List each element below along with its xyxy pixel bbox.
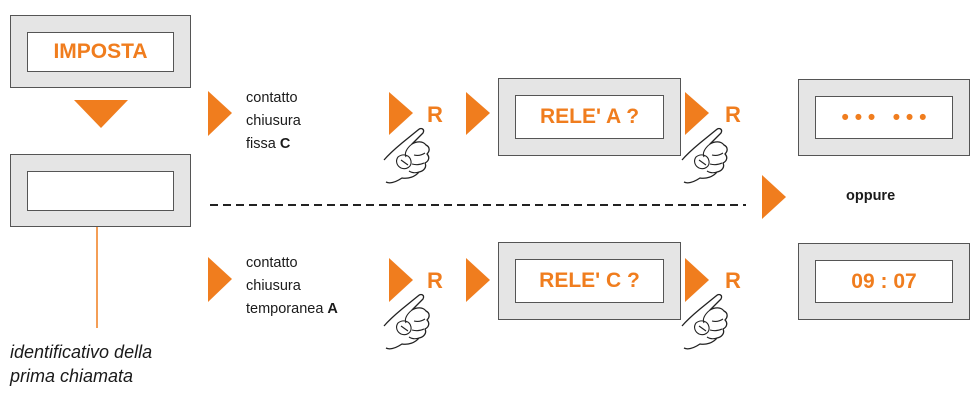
callout-label-line2: prima chiamata — [10, 366, 134, 386]
arrow-right-icon — [685, 92, 709, 135]
arrow-right-icon — [685, 258, 709, 302]
pressing-finger-icon — [681, 127, 728, 184]
top-contact-line1: contatto — [246, 90, 298, 106]
top-contact-line3: fissa — [246, 136, 280, 152]
pressing-finger-icon — [383, 127, 430, 184]
bottom-relay-display-text: RELE' C ? — [539, 269, 640, 292]
imposta-display-text: IMPOSTA — [53, 40, 148, 63]
top-r-key-2: R — [725, 102, 741, 127]
callout-label-line1: identificativo della — [10, 342, 153, 362]
arrow-right-icon — [389, 258, 413, 302]
bottom-r-key-1: R — [427, 268, 443, 293]
bottom-contact-key: A — [327, 301, 338, 317]
arrow-right-icon — [208, 257, 232, 302]
bottom-contact-label: contatto chiusura temporanea A — [246, 252, 338, 321]
top-contact-label: contatto chiusura fissa C — [246, 87, 301, 156]
top-result-display: • • • • • • — [815, 96, 953, 139]
arrow-right-icon — [762, 175, 786, 219]
arrow-down-icon — [74, 100, 128, 128]
callout-label: identificativo della prima chiamata — [10, 340, 152, 388]
bottom-result-display: 09 : 07 — [815, 260, 953, 303]
top-r-key-1: R — [427, 102, 443, 127]
blank-display-frame — [10, 154, 191, 227]
imposta-display-frame: IMPOSTA — [10, 15, 191, 88]
bottom-relay-display: RELE' C ? — [515, 259, 664, 303]
pressing-finger-icon — [681, 293, 728, 350]
arrow-right-icon — [466, 92, 490, 135]
separator-label: oppure — [846, 188, 896, 204]
bottom-r-key-2: R — [725, 268, 741, 293]
top-result-display-frame: • • • • • • — [798, 79, 970, 156]
blank-display — [27, 171, 174, 211]
arrow-right-icon — [208, 91, 232, 136]
arrow-right-icon — [389, 92, 413, 135]
top-relay-display-text: RELE' A ? — [539, 105, 640, 128]
top-relay-display: RELE' A ? — [515, 95, 664, 139]
top-relay-display-frame: RELE' A ? — [498, 78, 681, 156]
top-result-display-text: • • • • • • — [841, 105, 927, 129]
pressing-finger-icon — [383, 293, 430, 350]
arrow-right-icon — [466, 258, 490, 302]
bottom-result-display-frame: 09 : 07 — [798, 243, 970, 320]
bottom-relay-display-frame: RELE' C ? — [498, 242, 681, 320]
top-contact-key: C — [279, 136, 291, 152]
imposta-display: IMPOSTA — [27, 32, 174, 72]
bottom-contact-line2: chiusura — [246, 278, 301, 294]
top-contact-line2: chiusura — [246, 113, 301, 129]
bottom-contact-line3: temporanea — [246, 301, 328, 317]
bottom-contact-line1: contatto — [246, 255, 298, 271]
bottom-result-display-text: 09 : 07 — [851, 269, 917, 293]
